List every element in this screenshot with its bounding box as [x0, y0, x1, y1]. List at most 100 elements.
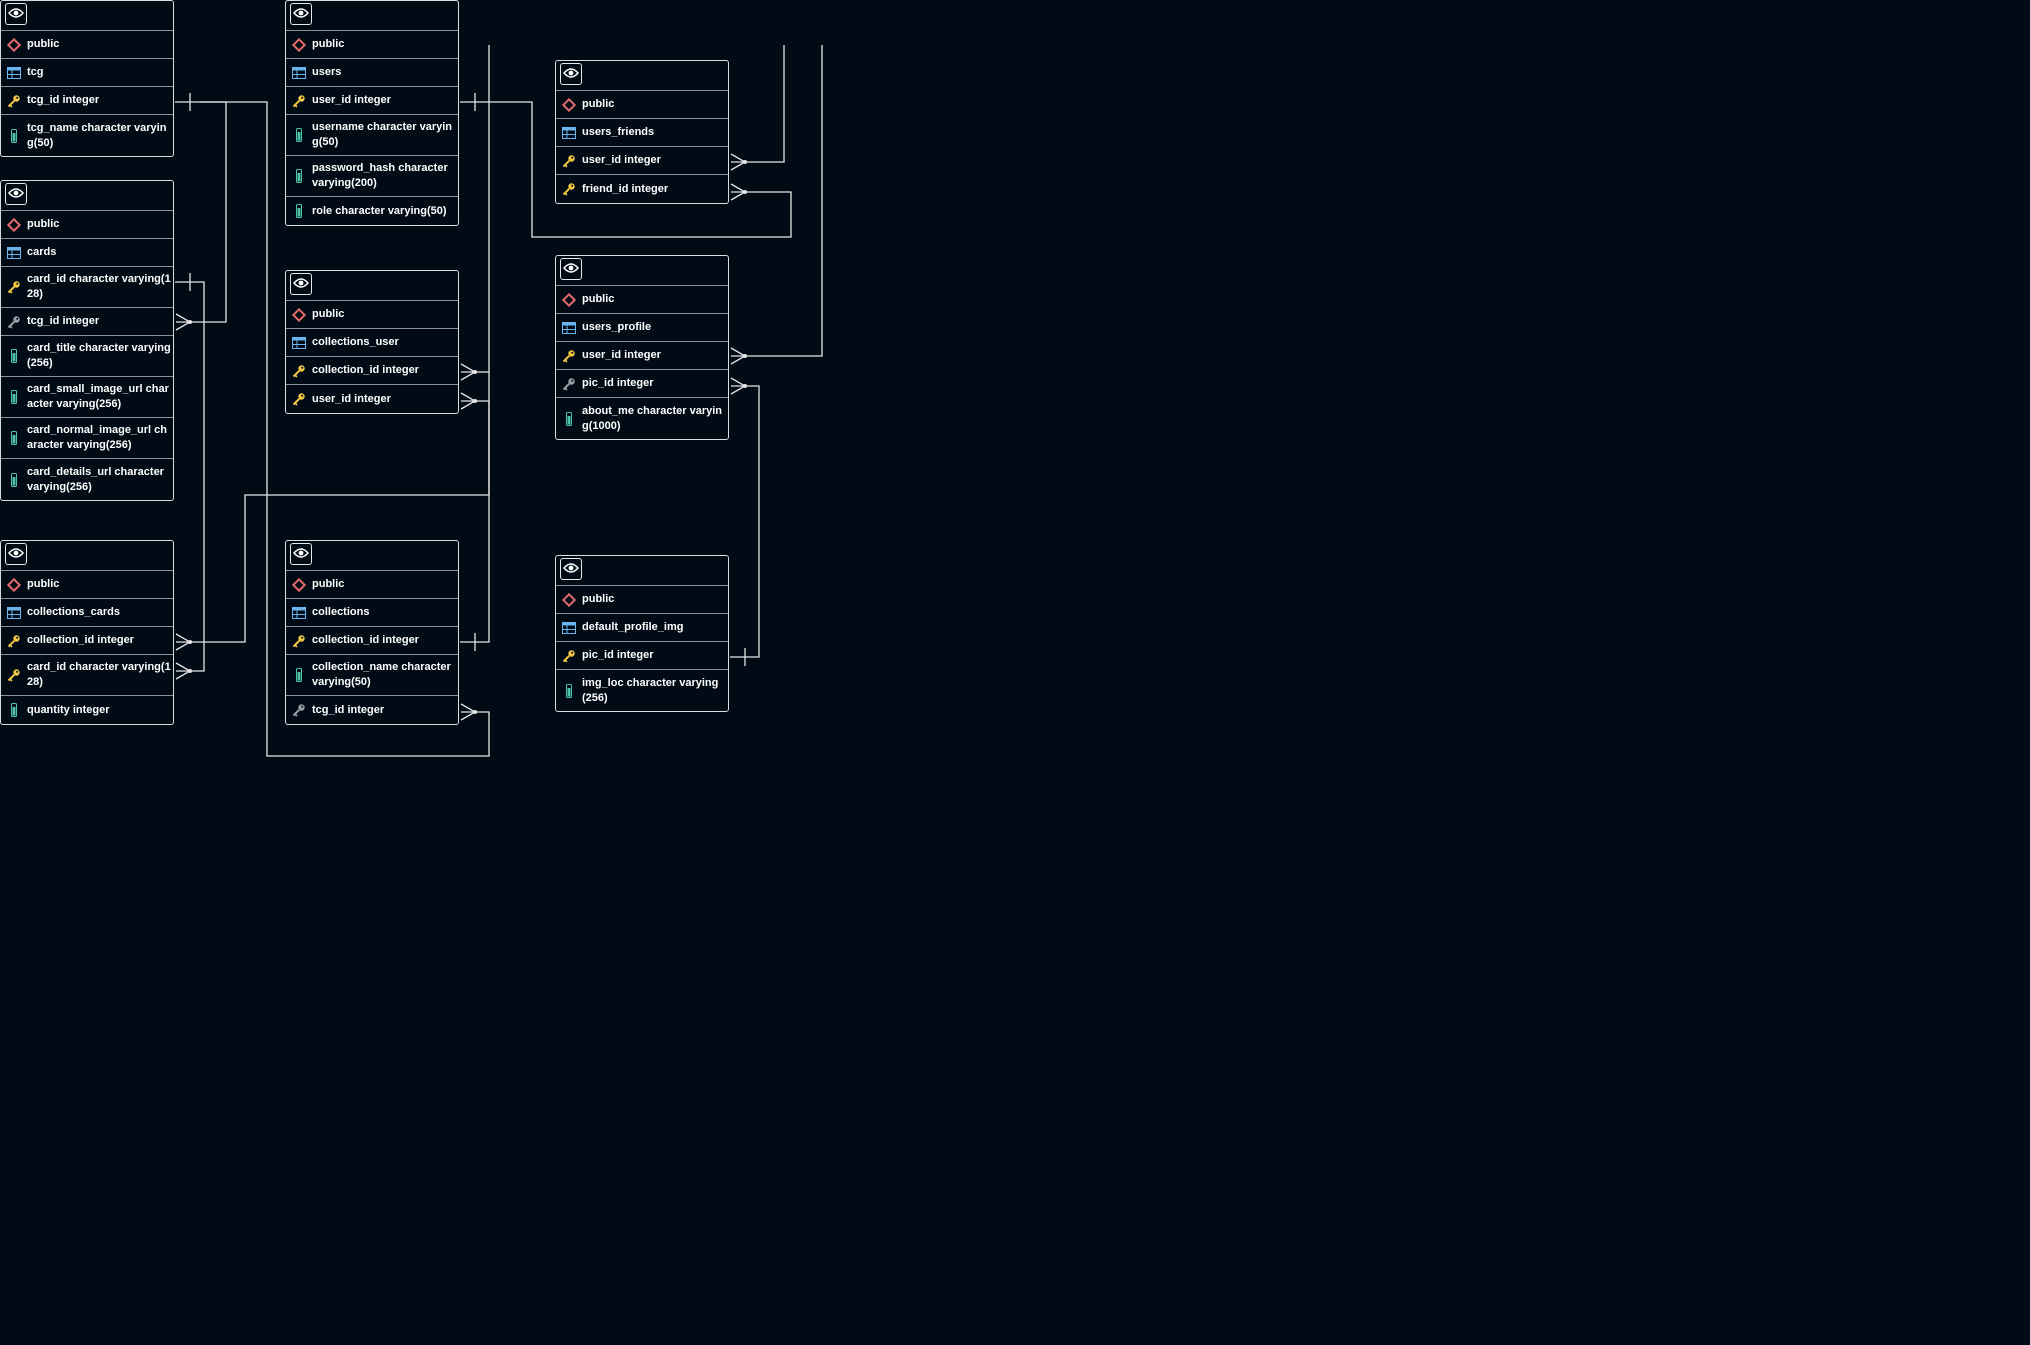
column-label: user_id integer [312, 392, 391, 405]
primary-key-icon [556, 154, 582, 168]
edge-cards-cc [175, 281, 205, 672]
column-row[interactable]: tcg_id integer [1, 87, 173, 115]
table-name-row[interactable]: collections_user [286, 329, 458, 357]
eye-icon[interactable] [5, 543, 27, 565]
schema-icon [556, 97, 582, 112]
eye-icon[interactable] [560, 63, 582, 85]
schema-row: public [1, 31, 173, 59]
eye-icon[interactable] [290, 543, 312, 565]
schema-icon [1, 577, 27, 592]
table-name-row[interactable]: cards [1, 239, 173, 267]
table-icon [1, 66, 27, 79]
column-row[interactable]: tcg_name character varying(50) [1, 115, 173, 156]
column-label: card_id character varying(128) [27, 661, 171, 688]
column-label: collection_id integer [312, 634, 419, 646]
column-row[interactable]: img_loc character varying(256) [556, 670, 728, 711]
schema-row: public [286, 571, 458, 599]
column-icon [556, 411, 582, 426]
table-header [286, 541, 458, 571]
column-row[interactable]: card_id character varying(128) [1, 655, 173, 696]
schema-name: public [27, 38, 60, 50]
table-name: cards [27, 246, 57, 258]
column-row[interactable]: tcg_id integer [1, 308, 173, 336]
edge-img-profile [730, 385, 760, 658]
column-row[interactable]: pic_id integer [556, 370, 728, 398]
column-row[interactable]: about_me character varying(1000) [556, 398, 728, 439]
eye-icon[interactable] [290, 3, 312, 25]
column-row[interactable]: user_id integer [286, 385, 458, 413]
table-name: default_profile_img [582, 621, 684, 633]
column-row[interactable]: collection_id integer [1, 627, 173, 655]
schema-row: public [556, 286, 728, 314]
table-header [1, 541, 173, 571]
column-row[interactable]: pic_id integer [556, 642, 728, 670]
table-name: users [312, 66, 342, 78]
column-label: username character varying(50) [312, 121, 453, 148]
column-label: collection_id integer [312, 364, 419, 376]
edge-collections-cu2 [475, 400, 490, 495]
eye-icon[interactable] [5, 183, 27, 205]
column-row[interactable]: card_title character varying(256) [1, 336, 173, 377]
table-name-row[interactable]: tcg [1, 59, 173, 87]
column-label: quantity integer [27, 703, 110, 716]
column-row[interactable]: collection_id integer [286, 627, 458, 655]
column-label: card_title character varying(256) [27, 342, 171, 369]
table-cards[interactable]: public cards card_id character varying(128… [0, 180, 174, 501]
table-name-row[interactable]: collections_cards [1, 599, 173, 627]
edge-tcg-cards [175, 101, 227, 323]
edge-marker-many [730, 347, 747, 365]
eye-icon[interactable] [560, 258, 582, 280]
table-icon [286, 336, 312, 349]
schema-name: public [27, 578, 60, 590]
table-name-row[interactable]: users_profile [556, 314, 728, 342]
primary-key-icon [556, 649, 582, 663]
primary-key-icon [1, 94, 27, 108]
edge-marker-many-dot [743, 354, 747, 358]
table-name-row[interactable]: collections [286, 599, 458, 627]
column-row[interactable]: username character varying(50) [286, 115, 458, 156]
schema-icon [286, 577, 312, 592]
column-row[interactable]: card_details_url character varying(256) [1, 459, 173, 500]
table-users[interactable]: public users user_id integer username chara… [285, 0, 459, 226]
column-icon [1, 431, 27, 445]
table-header [1, 1, 173, 31]
column-row[interactable]: user_id integer [286, 87, 458, 115]
eye-icon[interactable] [290, 273, 312, 295]
column-row[interactable]: user_id integer [556, 342, 728, 370]
column-row[interactable]: tcg_id integer [286, 696, 458, 724]
schema-row: public [556, 91, 728, 119]
column-row[interactable]: role character varying(50) [286, 197, 458, 225]
column-row[interactable]: card_normal_image_url character varying(… [1, 418, 173, 459]
schema-name: public [312, 38, 345, 50]
column-row[interactable]: card_id character varying(128) [1, 267, 173, 308]
column-row[interactable]: collection_id integer [286, 357, 458, 385]
column-row[interactable]: quantity integer [1, 696, 173, 724]
schema-name: public [27, 218, 60, 230]
table-icon [286, 66, 312, 79]
schema-row: public [556, 586, 728, 614]
table-name-row[interactable]: users [286, 59, 458, 87]
eye-icon[interactable] [5, 3, 27, 25]
primary-key-icon [286, 392, 312, 406]
table-header [286, 271, 458, 301]
column-row[interactable]: password_hash character varying(200) [286, 156, 458, 197]
primary-key-icon [1, 280, 27, 294]
table-name-row[interactable]: default_profile_img [556, 614, 728, 642]
column-row[interactable]: card_small_image_url character varying(2… [1, 377, 173, 418]
column-row[interactable]: user_id integer [556, 147, 728, 175]
column-row[interactable]: friend_id integer [556, 175, 728, 203]
table-name-row[interactable]: users_friends [556, 119, 728, 147]
table-icon [1, 606, 27, 619]
edge-marker-many-dot [188, 320, 192, 324]
eye-icon[interactable] [560, 558, 582, 580]
column-label: role character varying(50) [312, 204, 447, 217]
edge-marker-many [730, 377, 747, 395]
column-row[interactable]: collection_name character varying(50) [286, 655, 458, 696]
